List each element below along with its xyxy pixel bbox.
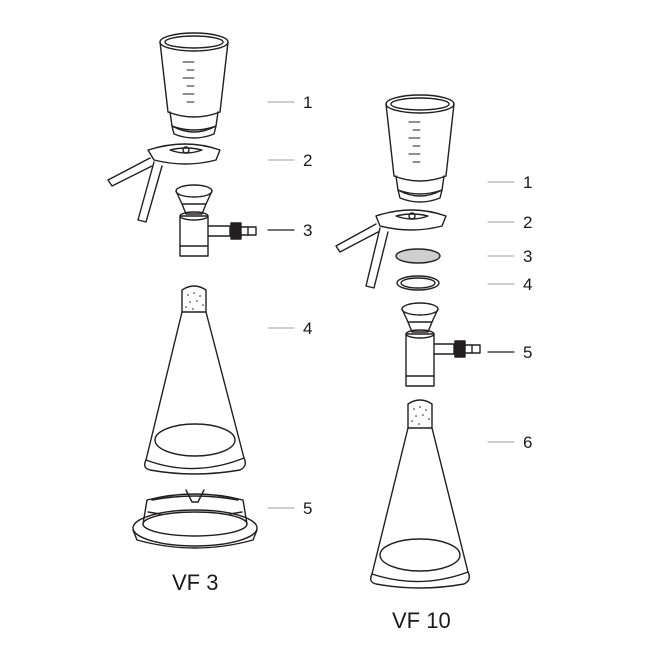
left-filter-base bbox=[175, 184, 257, 257]
left-flask bbox=[143, 285, 247, 475]
right-label-5: 5 bbox=[523, 343, 533, 362]
right-funnel-cup bbox=[385, 94, 455, 203]
left-label-4: 4 bbox=[303, 319, 313, 338]
left-label-5: 5 bbox=[303, 499, 313, 518]
left-label-2: 2 bbox=[303, 151, 313, 170]
right-label-3: 3 bbox=[523, 247, 533, 266]
leader-lines bbox=[267, 101, 515, 509]
left-funnel-cup bbox=[159, 32, 229, 139]
left-support-ring bbox=[132, 489, 258, 549]
right-label-6: 6 bbox=[523, 433, 533, 452]
left-label-1: 1 bbox=[303, 93, 313, 112]
right-label-2: 2 bbox=[523, 213, 533, 232]
left-clamp bbox=[107, 143, 221, 223]
right-filter-base bbox=[401, 302, 481, 387]
right-flask bbox=[369, 399, 471, 589]
right-title: VF 10 bbox=[392, 608, 451, 633]
right-label-4: 4 bbox=[523, 275, 533, 294]
right-clamp bbox=[335, 209, 447, 289]
right-membrane bbox=[395, 248, 441, 264]
right-gasket bbox=[396, 275, 440, 291]
left-label-3: 3 bbox=[303, 221, 313, 240]
right-label-1: 1 bbox=[523, 173, 533, 192]
left-title: VF 3 bbox=[172, 570, 219, 595]
